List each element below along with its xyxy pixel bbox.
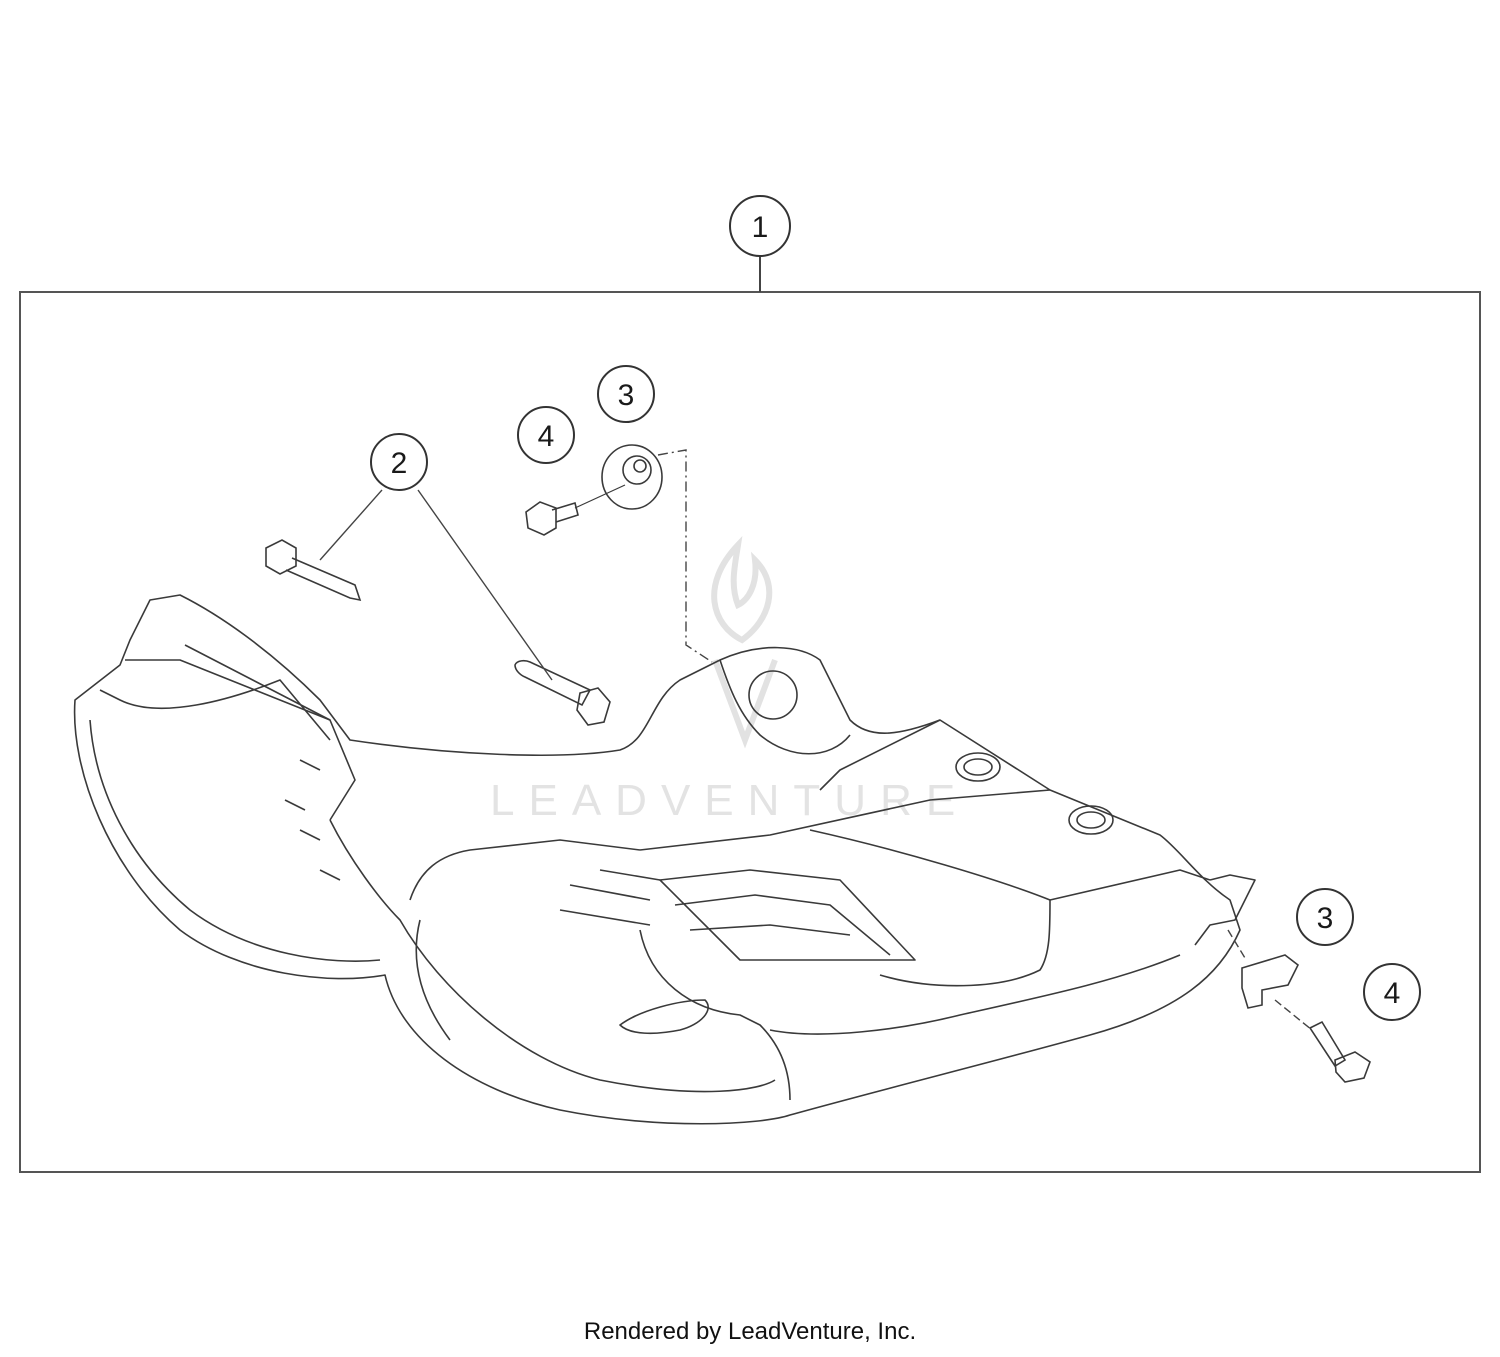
callout-4-lower-label: 4	[1384, 977, 1401, 1010]
callout-1-label: 1	[752, 211, 769, 244]
callout-3-upper-label: 3	[618, 379, 635, 412]
bolt-upper	[265, 539, 362, 602]
watermark-logo	[711, 536, 778, 749]
footer-credit: Rendered by LeadVenture, Inc.	[583, 1318, 917, 1345]
callout-3-upper: 3	[597, 365, 655, 423]
callout-4-lower: 4	[1363, 963, 1421, 1021]
screw-lower	[1308, 1020, 1371, 1083]
callout-4-upper: 4	[517, 406, 575, 464]
callout-1: 1	[729, 195, 791, 257]
callout-3-lower: 3	[1296, 888, 1354, 946]
grommet-lower	[1241, 954, 1300, 1009]
callout-2: 2	[370, 433, 428, 491]
callout-2-label: 2	[391, 447, 408, 480]
skid-plate	[73, 594, 1256, 1125]
grommet-upper	[601, 444, 663, 510]
callout-3-lower-label: 3	[1317, 902, 1334, 935]
watermark-text: LEADVENTURE	[490, 776, 969, 825]
callout-4-upper-label: 4	[538, 420, 555, 453]
leader-lines	[319, 449, 1313, 1031]
screw-upper	[525, 484, 626, 536]
bolt-lower	[514, 659, 611, 726]
assembly-frame	[19, 291, 1481, 1173]
